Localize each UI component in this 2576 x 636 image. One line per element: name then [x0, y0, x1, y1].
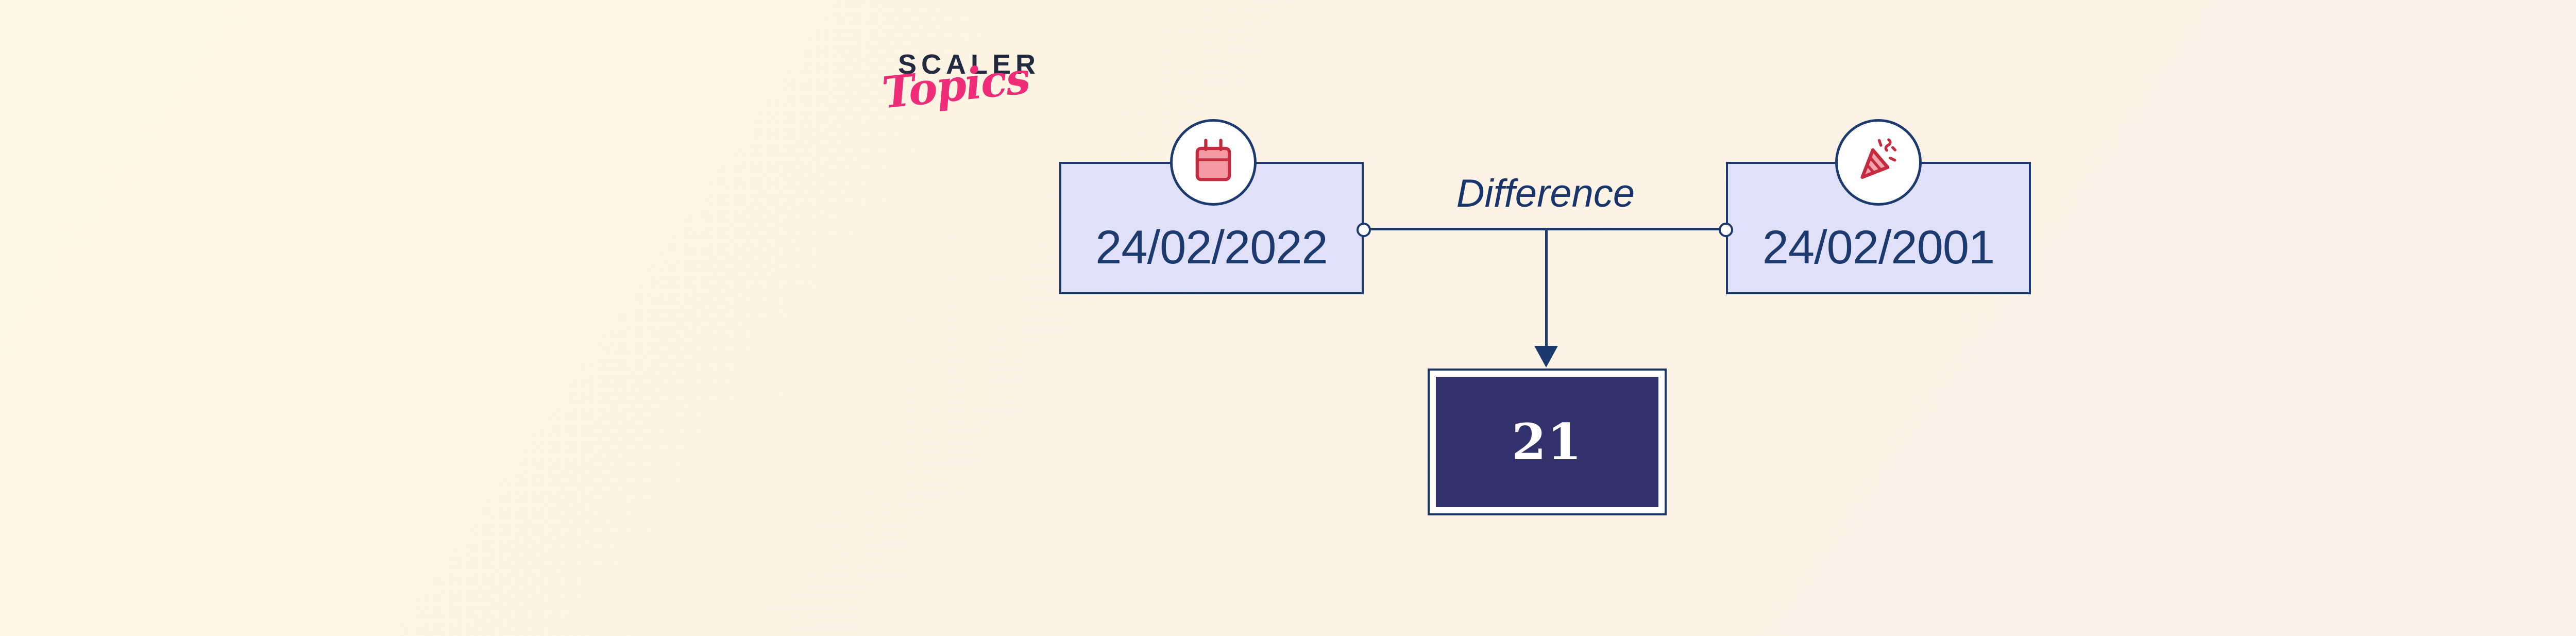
arrow-down-icon — [1534, 346, 1558, 367]
result-value: 21 — [1512, 412, 1583, 471]
result-box-inner: 21 — [1436, 377, 1658, 507]
party-popper-icon — [1860, 138, 1897, 179]
end-date-value: 24/02/2001 — [1762, 221, 1995, 274]
scaler-logo-wordmark: SCALER — [898, 49, 1041, 80]
difference-label: Difference — [1456, 172, 1635, 215]
start-date-icon-badge — [1170, 119, 1257, 206]
end-date-icon-badge — [1835, 119, 1922, 206]
calendar-icon — [1195, 139, 1231, 181]
connector-horizontal-line — [1364, 228, 1726, 230]
connector-port-left — [1357, 223, 1371, 237]
result-box: 21 — [1428, 369, 1667, 515]
start-date-value: 24/02/2022 — [1095, 221, 1328, 274]
connector-vertical-line — [1545, 228, 1548, 347]
scaler-topics-logo-script: Topics — [879, 52, 1032, 119]
connector-port-right — [1719, 223, 1733, 237]
